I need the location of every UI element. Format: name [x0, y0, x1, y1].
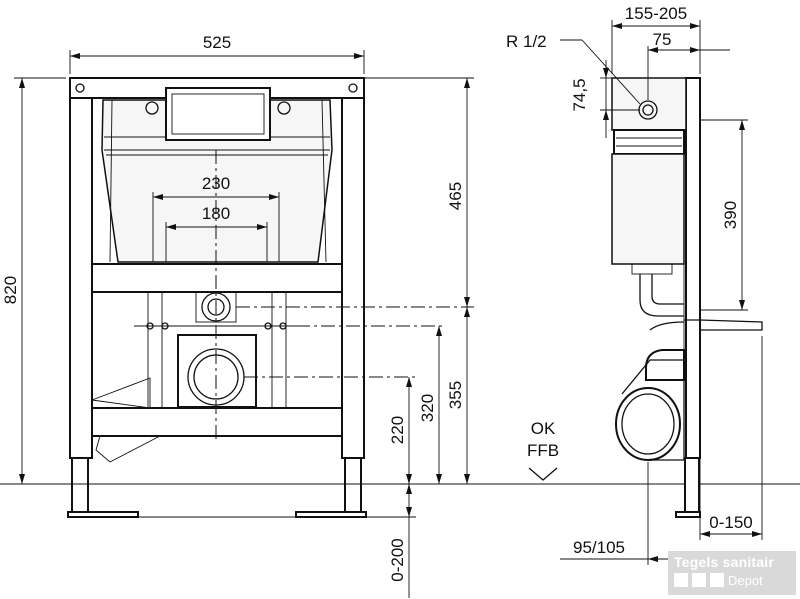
thread-leader: [560, 39, 641, 105]
dim-230: [152, 192, 280, 262]
dim-230-label: 230: [202, 174, 230, 193]
dim-220-label: 220: [388, 416, 407, 444]
cistern-front: [101, 87, 333, 263]
tile-icon: [674, 573, 688, 587]
floor-label-ok: OK: [531, 419, 556, 438]
dim-465: [464, 78, 470, 307]
dim-525: [69, 50, 365, 74]
dim-180: [165, 222, 268, 262]
dim-525-label: 525: [203, 33, 231, 52]
dim-220: [406, 377, 412, 484]
tile-icon: [710, 573, 724, 587]
thread-label: R 1/2: [506, 32, 547, 51]
dim-320-label: 320: [418, 394, 437, 422]
dim-0-200: [406, 484, 412, 598]
dim-390: [700, 119, 748, 311]
dim-75: [647, 46, 730, 100]
dim-390-label: 390: [721, 201, 740, 229]
dim-355: [464, 307, 470, 484]
side-frame: [675, 77, 701, 518]
dim-155-205: [611, 20, 701, 74]
dim-820-label: 820: [1, 276, 20, 304]
dim-95-105-label: 95/105: [573, 538, 625, 557]
dim-155-205-label: 155-205: [625, 4, 687, 23]
dim-74-5: [600, 60, 640, 138]
dim-0-200-label: 0-200: [388, 538, 407, 581]
dim-465-label: 465: [446, 182, 465, 210]
watermark-brand: Tegels sanitair: [674, 554, 775, 570]
floor-marker-icon: [528, 467, 558, 481]
watermark-logo: Tegels sanitair Depot: [668, 551, 796, 595]
dim-75-label: 75: [653, 30, 672, 49]
dim-355-label: 355: [446, 381, 465, 409]
dim-0-150-label: 0-150: [709, 513, 752, 532]
dim-0-150: [699, 336, 763, 540]
floor-label-ffb: FFB: [527, 441, 559, 460]
dim-820: [14, 77, 66, 485]
outlet-front: [91, 291, 296, 463]
dim-180-label: 180: [202, 204, 230, 223]
dim-74-5-label: 74,5: [570, 78, 589, 111]
drop-icon: [692, 573, 706, 587]
watermark-sub: Depot: [728, 573, 763, 588]
front-frame: [67, 77, 367, 518]
dim-320: [436, 326, 442, 484]
